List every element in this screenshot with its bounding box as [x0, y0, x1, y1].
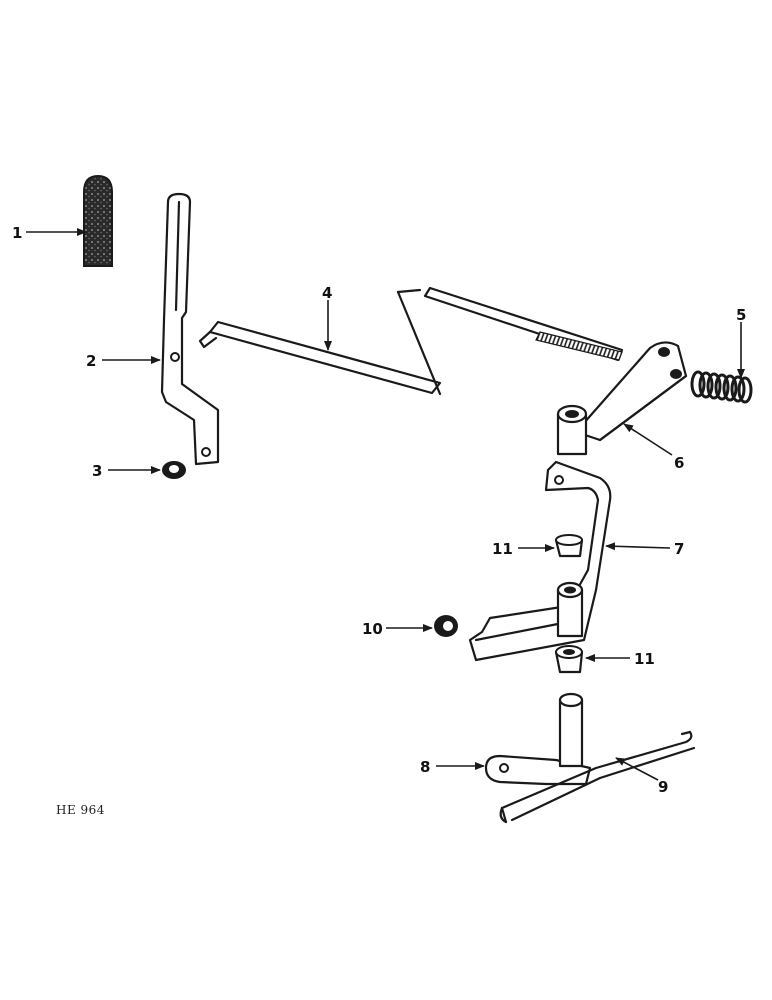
callout-7: 7: [674, 540, 684, 558]
callout-11-upper: 11: [492, 540, 513, 558]
callout-10: 10: [362, 620, 383, 638]
callout-2: 2: [86, 352, 96, 370]
callout-4: 4: [322, 284, 332, 302]
part-bushing-11-upper: [554, 534, 584, 558]
callout-8: 8: [420, 758, 430, 776]
callout-11-lower: 11: [634, 650, 655, 668]
part-lever: [160, 192, 220, 466]
part-washer-3: [162, 461, 186, 479]
callouts: 1 2 3 4 5 6 7 8 9 10 11 11: [12, 224, 746, 796]
part-bushing-11-lower: [554, 645, 584, 674]
part-rod: [198, 286, 624, 396]
drawing-code: HE 964: [56, 803, 105, 817]
part-handle-grip: [83, 174, 113, 267]
callout-9: 9: [658, 778, 668, 796]
leader-lines: [26, 228, 745, 781]
part-arm: [556, 341, 688, 456]
part-spring: [690, 370, 753, 404]
callout-1: 1: [12, 224, 22, 242]
callout-6: 6: [674, 454, 684, 472]
part-bracket: [468, 460, 612, 662]
callout-3: 3: [92, 462, 102, 480]
part-washer-10: [434, 615, 458, 637]
callout-5: 5: [736, 306, 746, 324]
part-wire-rod: [499, 730, 696, 824]
part-pivot-plate: [484, 692, 592, 786]
